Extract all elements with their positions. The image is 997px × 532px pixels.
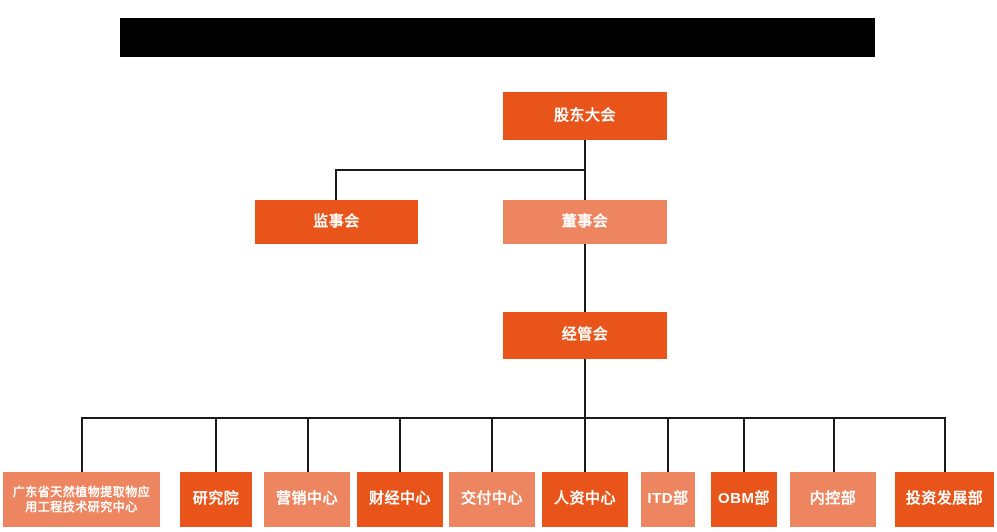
node-dept-obm[interactable]: OBM部 <box>711 472 777 527</box>
node-dept-hr-center[interactable]: 人资中心 <box>542 472 628 527</box>
node-dept-research-institute-label: 研究院 <box>192 490 240 508</box>
connector-supervisors-drop <box>335 169 337 200</box>
connector-drop-dept-5 <box>491 417 493 472</box>
node-dept-investment-development[interactable]: 投资发展部 <box>895 472 994 527</box>
node-dept-hr-center-label: 人资中心 <box>553 490 616 508</box>
node-dept-internal-control-label: 内控部 <box>809 490 857 508</box>
node-board-of-supervisors-label: 监事会 <box>313 212 360 230</box>
node-dept-marketing-center-label: 营销中心 <box>275 490 338 508</box>
node-dept-itd-label: ITD部 <box>647 490 689 508</box>
connector-drop-dept-9 <box>833 417 835 472</box>
node-dept-research-institute[interactable]: 研究院 <box>180 472 252 527</box>
node-board-of-directors[interactable]: 董事会 <box>503 200 667 244</box>
node-dept-delivery-center-label: 交付中心 <box>460 490 523 508</box>
node-dept-investment-development-label: 投资发展部 <box>905 490 984 508</box>
connector-shareholders-stem <box>584 140 586 243</box>
connector-department-bus <box>82 417 946 419</box>
connector-drop-dept-3 <box>307 417 309 472</box>
redacted-title-banner <box>120 18 875 57</box>
connector-drop-dept-2 <box>215 417 217 472</box>
node-dept-guangdong-research-center-label-line2: 用工程技术研究中心 <box>25 499 138 514</box>
connector-management-stem <box>584 359 586 418</box>
node-dept-delivery-center[interactable]: 交付中心 <box>449 472 535 527</box>
node-dept-guangdong-research-center-label-line1: 广东省天然植物提取物应 <box>12 484 151 499</box>
node-dept-guangdong-research-center[interactable]: 广东省天然植物提取物应 用工程技术研究中心 <box>3 472 160 527</box>
node-shareholders-meeting[interactable]: 股东大会 <box>503 92 667 140</box>
connector-drop-dept-1 <box>81 417 83 472</box>
connector-drop-dept-7 <box>667 417 669 472</box>
node-shareholders-meeting-label: 股东大会 <box>553 106 616 124</box>
node-dept-itd[interactable]: ITD部 <box>641 472 695 527</box>
connector-drop-dept-10 <box>944 417 946 472</box>
connector-drop-dept-4 <box>399 417 401 472</box>
connector-drop-dept-6 <box>584 417 586 472</box>
node-board-of-supervisors[interactable]: 监事会 <box>255 200 418 244</box>
node-dept-internal-control[interactable]: 内控部 <box>790 472 876 527</box>
node-dept-finance-center[interactable]: 财经中心 <box>357 472 443 527</box>
node-management-committee-label: 经管会 <box>561 326 609 344</box>
connector-directors-to-management <box>584 243 586 312</box>
connector-drop-dept-8 <box>743 417 745 472</box>
node-dept-finance-center-label: 财经中心 <box>368 490 431 508</box>
node-management-committee[interactable]: 经管会 <box>503 312 667 359</box>
node-dept-obm-label: OBM部 <box>718 490 770 508</box>
node-board-of-directors-label: 董事会 <box>561 212 609 230</box>
connector-shareholders-to-supervisors-horizontal <box>336 169 586 171</box>
node-dept-marketing-center[interactable]: 营销中心 <box>264 472 350 527</box>
